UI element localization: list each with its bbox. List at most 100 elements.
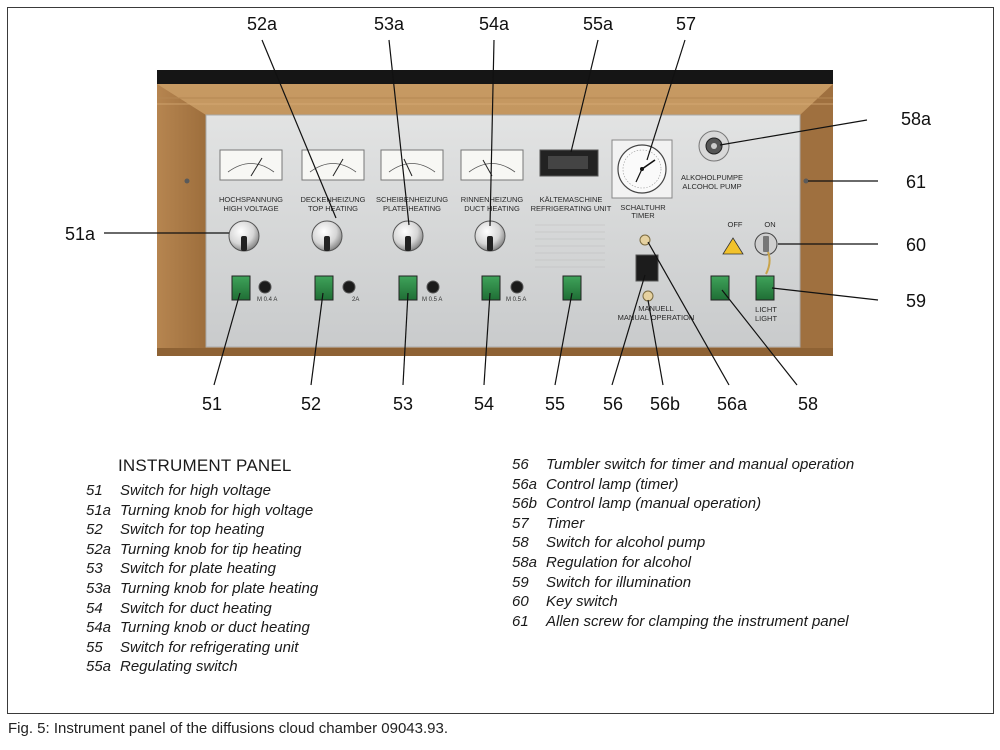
panel-labels: HOCHSPANNUNG HIGH VOLTAGE DECKENHEIZUNG … <box>219 173 777 323</box>
fuse-plate-heating <box>426 280 440 294</box>
label-fuse-54: M 0.5 A <box>506 297 526 303</box>
legend-number: 56b <box>512 495 538 513</box>
label-duct-en: DUCT HEATING <box>464 204 520 213</box>
wood-right-side <box>800 84 833 354</box>
callout-56b: 56b <box>650 394 680 414</box>
figure-frame <box>7 7 994 714</box>
allen-screw <box>803 178 809 184</box>
panel-photo <box>157 70 833 356</box>
legend-text: Turning knob or duct heating <box>120 619 310 637</box>
fuse-high-voltage <box>258 280 272 294</box>
legend-number: 61 <box>512 612 529 630</box>
label-light-en: LIGHT <box>755 314 778 323</box>
legend-text: Turning knob for plate heating <box>120 579 319 597</box>
lamp-timer <box>639 234 651 246</box>
warning-icon <box>722 237 744 255</box>
legend-number: 51a <box>86 501 112 519</box>
legend-number: 56a <box>512 475 538 493</box>
callout-59: 59 <box>906 291 926 311</box>
lamp-manual <box>642 290 654 302</box>
knob-high-voltage <box>228 220 260 252</box>
callout-56: 56 <box>603 394 623 414</box>
legend-text: Switch for alcohol pump <box>546 534 706 552</box>
legend-item: 56b Control lamp (manual operation) <box>512 495 854 515</box>
legend-text: Control lamp (manual operation) <box>546 495 762 513</box>
label-pump-en: ALCOHOL PUMP <box>682 182 741 191</box>
callout-54: 54 <box>474 394 494 414</box>
switch-illumination <box>755 275 775 301</box>
label-off: OFF <box>728 220 743 229</box>
label-manual-de: MANUELL <box>638 304 673 313</box>
legend-number: 52a <box>86 540 112 558</box>
legend-text: Switch for illumination <box>546 573 692 591</box>
fuse-top-heating <box>342 280 356 294</box>
label-fuse-53: M 0.5 A <box>422 297 442 303</box>
callout-53: 53 <box>393 394 413 414</box>
callout-52: 52 <box>301 394 321 414</box>
callout-52a: 52a <box>247 14 278 34</box>
meter-top-heating <box>301 149 365 181</box>
legend-item: 55 Switch for refrigerating unit <box>86 639 318 659</box>
label-timer-en: TIMER <box>631 211 655 220</box>
legend-number: 55 <box>86 638 103 656</box>
legend-item: 56a Control lamp (timer) <box>512 476 854 496</box>
label-duct-de: RINNENHEIZUNG <box>461 195 524 204</box>
legend-text: Control lamp (timer) <box>546 475 679 493</box>
legend-number: 54a <box>86 619 112 637</box>
label-hv-en: HIGH VOLTAGE <box>223 204 278 213</box>
callout-51a: 51a <box>65 224 96 244</box>
legend-item: 53a Turning knob for plate heating <box>86 580 318 600</box>
tumbler-switch-timer <box>635 254 659 282</box>
knob-row <box>228 220 506 252</box>
wood-left-side <box>157 84 206 354</box>
label-refrig-en: REFRIGERATING UNIT <box>531 204 612 213</box>
legend-text: Regulating switch <box>120 658 238 676</box>
legend-number: 58a <box>512 553 538 571</box>
callout-60: 60 <box>906 235 926 255</box>
legend-item: 58 Switch for alcohol pump <box>512 534 854 554</box>
legend-text: Switch for plate heating <box>120 560 276 578</box>
legend-text: Switch for high voltage <box>120 482 271 499</box>
knob-plate-heating <box>392 220 424 252</box>
legend-number: 60 <box>512 593 529 611</box>
label-pump-de: ALKOHOLPUMPE <box>681 173 743 182</box>
refrigeration-block <box>535 149 605 268</box>
legend-item: 53 Switch for plate heating <box>86 560 318 580</box>
legend-item: 54a Turning knob or duct heating <box>86 619 318 639</box>
callout-54a: 54a <box>479 14 510 34</box>
legend-item: 61 Allen screw for clamping the instrumen… <box>512 613 854 633</box>
legend-number: 58 <box>512 534 529 552</box>
legend-text: Switch for duct heating <box>120 599 272 617</box>
label-plate-en: PLATE HEATING <box>383 204 441 213</box>
legend-text: Timer <box>546 514 585 532</box>
switch-duct-heating <box>481 275 501 301</box>
label-fuse-51: M 0.4 A <box>257 297 277 303</box>
legend-text: Allen screw for clamping the instrument … <box>546 612 849 630</box>
legend-number: 54 <box>86 599 103 617</box>
legend-text: Switch for refrigerating unit <box>120 638 299 656</box>
callout-55: 55 <box>545 394 565 414</box>
label-hv-de: HOCHSPANNUNG <box>219 195 283 204</box>
legend-item: 54 Switch for duct heating <box>86 600 318 620</box>
label-fuse-52: 2A <box>352 297 359 303</box>
legend-number: 53 <box>86 560 103 578</box>
meter-plate-heating <box>380 149 444 181</box>
callout-51: 51 <box>202 394 222 414</box>
label-light-de: LICHT <box>755 305 777 314</box>
switch-high-voltage <box>231 275 251 301</box>
switch-row <box>184 178 809 302</box>
callout-61: 61 <box>906 172 926 192</box>
alcohol-regulation-dial <box>698 130 730 162</box>
callout-53a: 53a <box>374 14 405 34</box>
legend-text: Key switch <box>546 593 618 611</box>
legend-number: 52 <box>86 521 103 539</box>
callout-55a: 55a <box>583 14 614 34</box>
legend-number: 53a <box>86 579 112 597</box>
